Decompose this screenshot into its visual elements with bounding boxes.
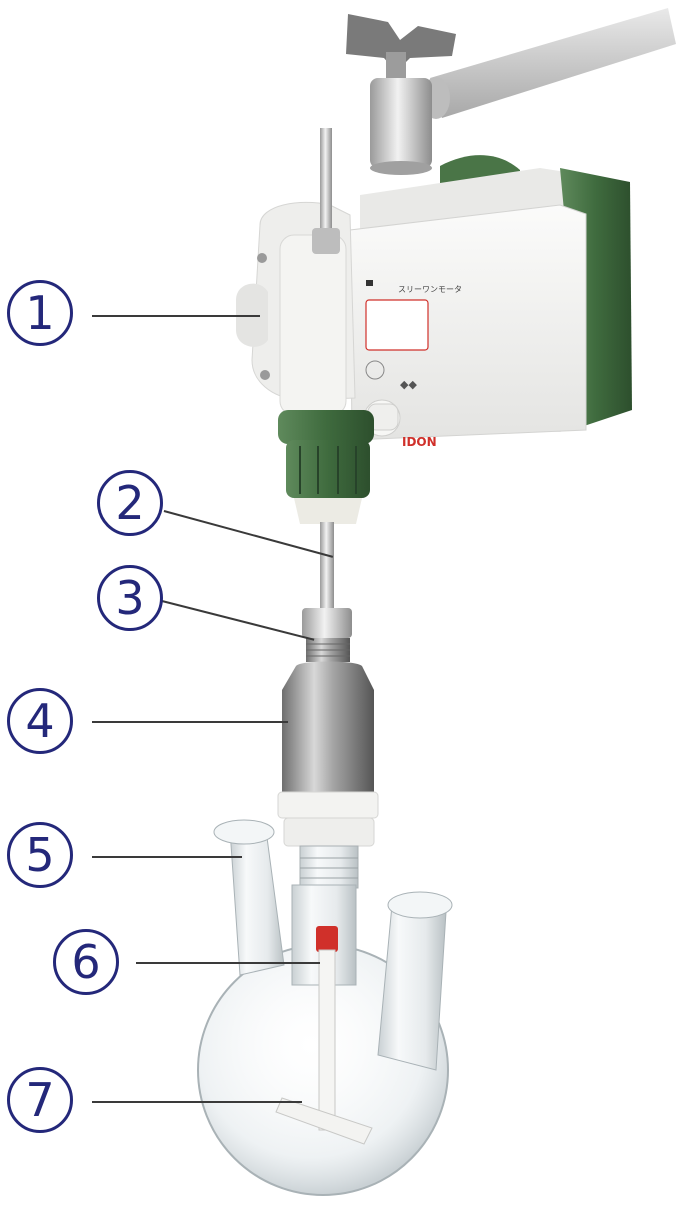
svg-text:◆◆: ◆◆ [400,378,417,391]
flask-adapter [277,791,379,889]
seal-housing [282,661,374,792]
support-arm [422,8,676,119]
callout-7: 7 [7,1067,73,1133]
overhead-motor: ◆◆ スリーワンモータ IDON [236,128,632,449]
leader-line-4 [92,721,288,723]
red-seal-cap [316,926,338,952]
leader-line-7 [92,1101,302,1103]
leader-line-1 [92,315,260,317]
leader-line-5 [92,856,242,858]
leader-line-6 [136,962,320,964]
callout-2: 2 [97,470,163,536]
callout-4: 4 [7,688,73,754]
panel-label: スリーワンモータ [398,285,462,294]
callout-5: 5 [7,822,73,888]
stirring-shaft [320,522,334,610]
shaft-coupling [302,608,352,662]
brand-label: IDON [402,435,437,449]
stirrer-blade [275,926,373,1145]
callout-3: 3 [97,565,163,631]
callout-1: 1 [7,280,73,346]
chuck [278,410,374,524]
callout-6: 6 [53,929,119,995]
clamp-knob [346,14,456,175]
